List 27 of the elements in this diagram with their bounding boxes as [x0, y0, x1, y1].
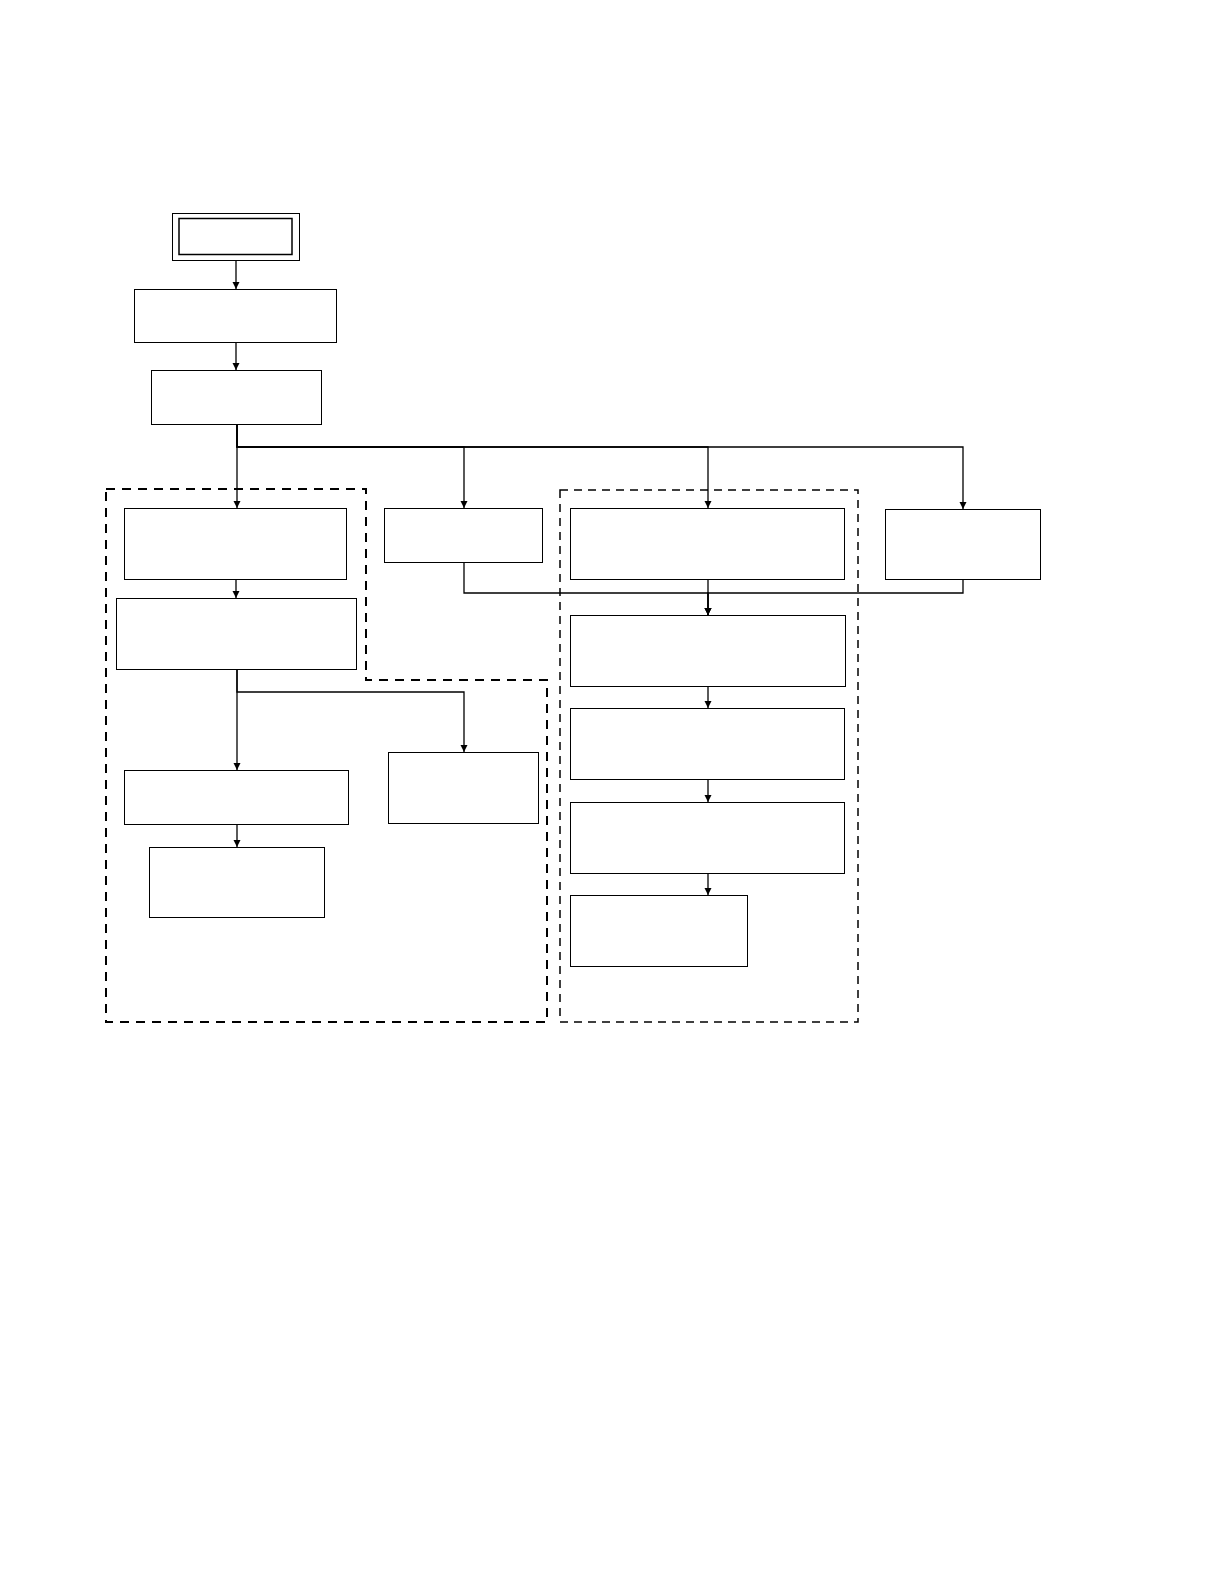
process-box	[116, 598, 357, 670]
process-box	[570, 895, 748, 967]
process-box	[384, 508, 543, 563]
dashed-group-outline	[106, 489, 547, 1022]
arrow	[704, 686, 712, 709]
arrow	[232, 342, 240, 371]
arrow	[232, 579, 240, 599]
arrow	[704, 579, 964, 616]
process-box	[570, 615, 846, 687]
process-box	[124, 508, 347, 580]
process-box	[151, 370, 322, 425]
process-box	[570, 508, 845, 580]
dashed-group-outline	[560, 490, 858, 1022]
arrow	[704, 873, 712, 896]
arrow	[236, 424, 967, 510]
process-box	[134, 289, 337, 343]
process-box	[570, 708, 845, 780]
process-box	[149, 847, 325, 918]
process-box	[885, 509, 1041, 580]
arrow	[236, 669, 468, 753]
arrow	[233, 824, 241, 848]
start-box	[172, 213, 300, 261]
process-box	[388, 752, 539, 824]
process-box	[124, 770, 349, 825]
arrow	[232, 260, 240, 290]
process-box	[570, 802, 845, 874]
arrow	[704, 779, 712, 803]
